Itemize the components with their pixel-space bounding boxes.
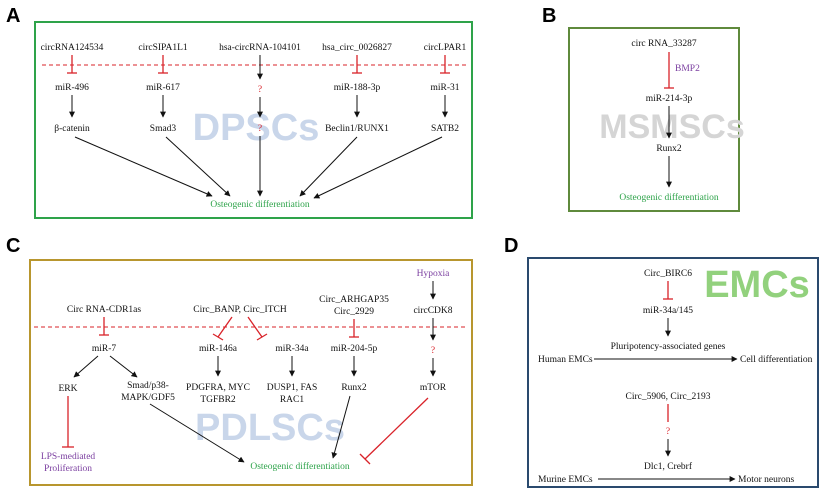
a-mir-4: miR-188-3p <box>334 83 381 93</box>
c-mir-2a: miR-146a <box>199 344 238 354</box>
b-target: Runx2 <box>656 144 682 154</box>
c-mir-2b: miR-34a <box>275 344 309 354</box>
c-lps-1: LPS-mediated <box>41 452 96 462</box>
b-circ: circ RNA_33287 <box>631 39 696 49</box>
c-mir-1: miR-7 <box>92 344 117 354</box>
c-target-2a-1: PDGFRA, MYC <box>186 383 250 393</box>
c-inhibit-mtor <box>364 397 429 460</box>
a-converge-4 <box>299 136 358 197</box>
c-target-2b-2: RAC1 <box>280 395 305 405</box>
c-target-4: mTOR <box>420 383 447 393</box>
a-target-5: SATB2 <box>431 124 459 134</box>
d-circ-2: Circ_5906, Circ_2193 <box>626 392 711 402</box>
c-target-3: Runx2 <box>341 383 367 393</box>
c-outcome: Osteogenic differentiation <box>250 461 350 472</box>
c-lps-2: Proliferation <box>44 463 92 474</box>
c-circ-2: Circ_BANP, Circ_ITCH <box>193 305 287 315</box>
panel-d-frame <box>527 257 819 488</box>
panel-c-watermark: PDLSCs <box>195 407 345 449</box>
d-mir: miR-34a/145 <box>643 306 693 316</box>
c-circ-3a: Circ_ARHGAP35 <box>319 295 389 305</box>
a-circ-4: hsa_circ_0026827 <box>322 43 392 53</box>
c-erk: ERK <box>59 384 78 394</box>
c-circ-3b: Circ_2929 <box>334 307 374 317</box>
a-target-4: Beclin1/RUNX1 <box>325 124 389 134</box>
d-motor: Motor neurons <box>738 475 795 485</box>
panel-d-letter: D <box>504 235 518 257</box>
c-mir-3: miR-204-5p <box>331 344 378 354</box>
c-smad-1: Smad/p38- <box>127 381 169 391</box>
b-outcome: Osteogenic differentiation <box>619 192 719 203</box>
c-arrow-smad <box>109 355 138 378</box>
b-mir: miR-214-3p <box>646 94 693 104</box>
c-converge-smad <box>149 403 245 463</box>
c-smad-2: MAPK/GDF5 <box>121 393 175 403</box>
c-unknown: ? <box>431 346 435 356</box>
c-circ-4: circCDK8 <box>413 306 452 316</box>
a-outcome: Osteogenic differentiation <box>210 199 310 210</box>
panel-b-watermark: MSMSCs <box>599 108 744 146</box>
panel-a-frame <box>34 21 473 219</box>
a-circ-1: circRNA124534 <box>41 43 104 53</box>
panel-c-letter: C <box>6 235 20 257</box>
c-arrow-erk <box>73 355 99 378</box>
d-cell: Cell differentiation <box>740 354 813 365</box>
a-mir-1: miR-496 <box>55 83 89 93</box>
c-hypoxia: Hypoxia <box>417 269 451 279</box>
a-target-2: Smad3 <box>150 124 177 134</box>
a-circ-2: circSIPA1L1 <box>138 43 188 53</box>
a-unknown-1: ? <box>258 85 262 95</box>
d-dlc: Dlc1, Crebrf <box>644 461 693 472</box>
a-target-1: β-catenin <box>54 124 90 134</box>
c-inhibit-2a <box>217 316 233 338</box>
a-unknown-2: ? <box>258 124 262 134</box>
c-circ-1: Circ RNA-CDR1as <box>67 305 141 315</box>
a-mir-5: miR-31 <box>430 83 459 93</box>
panel-a-watermark: DPSCs <box>193 107 320 149</box>
c-inhibit-2b <box>247 316 263 338</box>
a-converge-1 <box>74 136 213 197</box>
d-unknown: ? <box>666 427 670 437</box>
a-circ-3: hsa-circRNA-104101 <box>219 43 301 53</box>
panel-b-letter: B <box>542 5 556 27</box>
d-pluri: Pluripotency-associated genes <box>611 342 726 352</box>
d-murine: Murine EMCs <box>538 475 593 485</box>
a-mir-2: miR-617 <box>146 83 180 93</box>
panel-c-frame <box>29 259 473 486</box>
a-converge-2 <box>165 136 231 197</box>
a-converge-5 <box>313 136 443 199</box>
b-side-label: BMP2 <box>675 64 700 74</box>
c-converge-3 <box>331 395 351 459</box>
c-target-2a-2: TGFBR2 <box>200 395 236 405</box>
panel-b-frame <box>568 27 740 212</box>
d-human: Human EMCs <box>538 355 593 365</box>
panel-d-watermark: EMCs <box>704 264 810 306</box>
d-circ-1: Circ_BIRC6 <box>644 269 692 279</box>
c-target-2b-1: DUSP1, FAS <box>267 383 318 393</box>
a-circ-5: circLPAR1 <box>424 43 467 53</box>
panel-a-letter: A <box>6 5 20 27</box>
